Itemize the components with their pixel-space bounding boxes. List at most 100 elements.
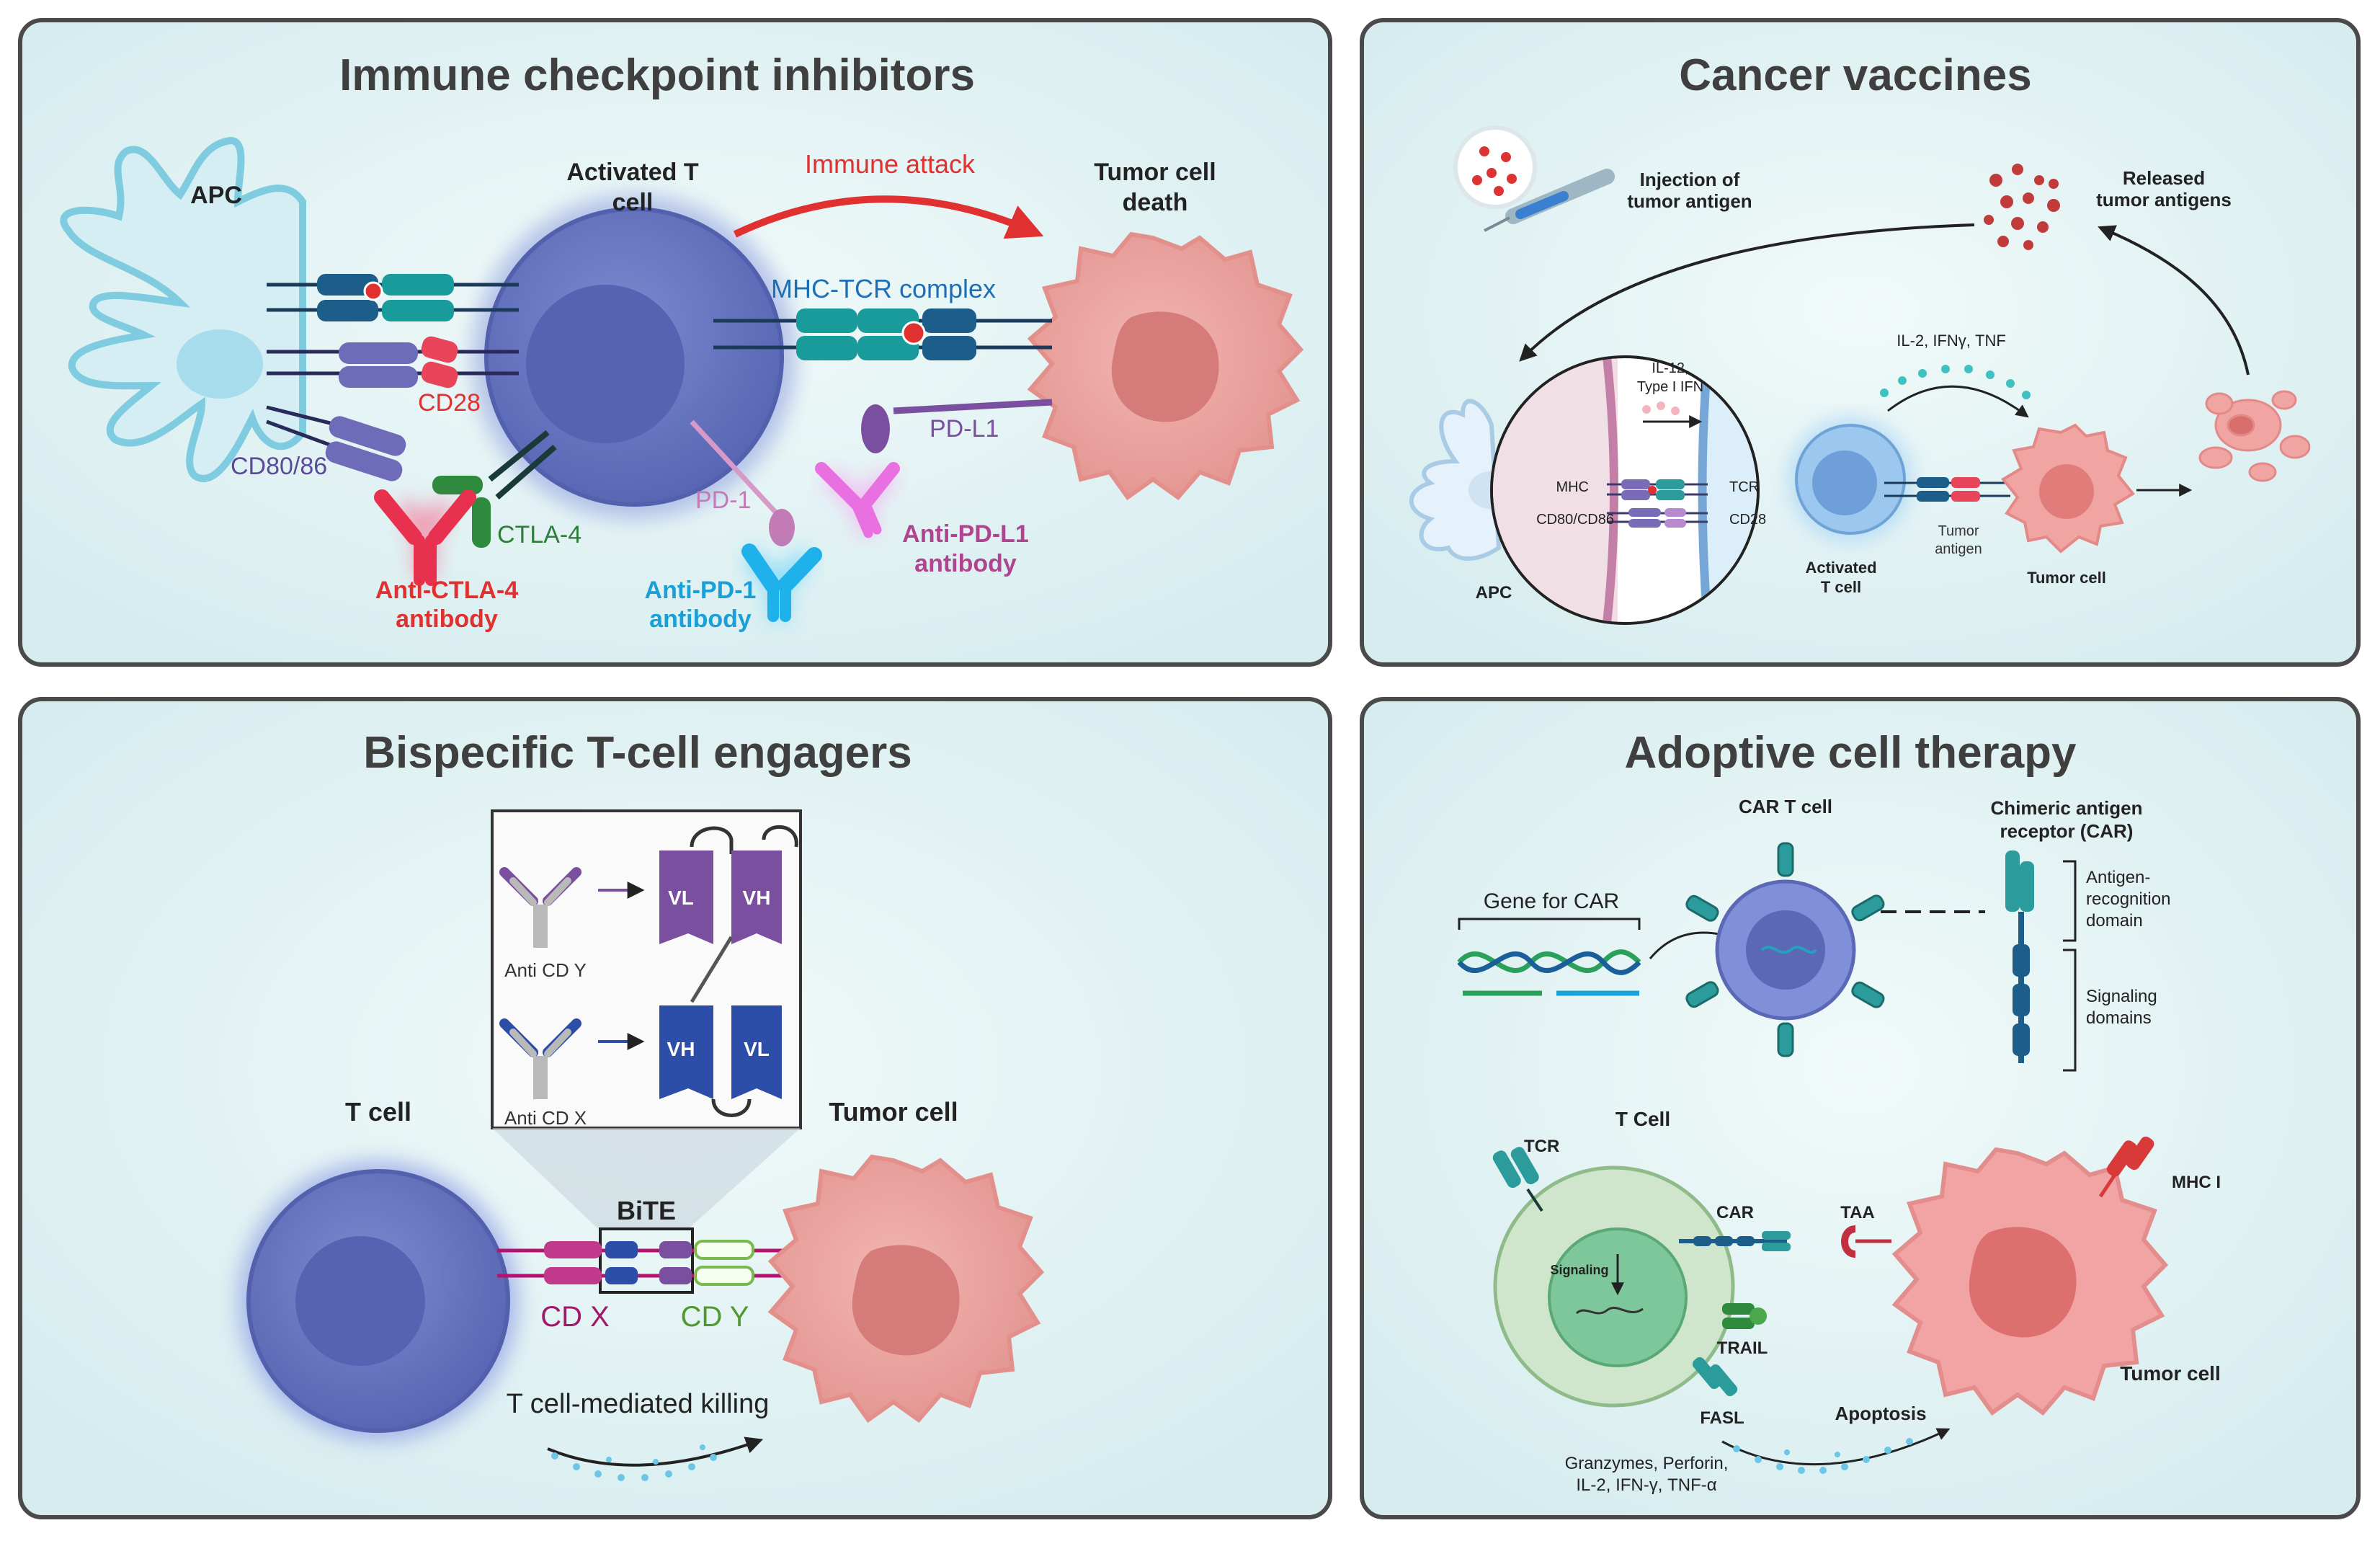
apc-dendritic-cell: [60, 136, 306, 482]
pdl1-label: PD-L1: [930, 415, 999, 443]
cd-x-label: CD X: [540, 1301, 610, 1333]
t-cell-label: T Cell: [1615, 1108, 1670, 1130]
antigen-domain-label-3: domain: [2086, 911, 2143, 931]
panel-adoptive-cell-therapy: Adoptive cell therapy Gene for CAR CAR T…: [1360, 697, 2361, 1519]
gene-for-car-label: Gene for CAR: [1484, 889, 1619, 913]
tcell-tumor-binding: [1884, 477, 2010, 502]
activated-t-cell-label-1: Activated: [1805, 559, 1876, 577]
tcr-receptor: [1492, 1147, 1543, 1212]
activated-t-cell-label-2: T cell: [1821, 578, 1861, 596]
tumor-cell-death-label-1: Tumor cell: [1094, 159, 1216, 186]
activated-t-cell-label-1: Activated T: [566, 159, 698, 186]
taa-label: TAA: [1840, 1203, 1875, 1222]
panel-title: Adoptive cell therapy: [1624, 728, 2077, 778]
released-label-2: tumor antigens: [2096, 189, 2232, 210]
tumor-antigen-label-1: Tumor: [1938, 523, 1979, 539]
mhc-tcr-complex: [713, 308, 1052, 360]
tcr-label: TCR: [1729, 479, 1759, 495]
panel-bispecific-t-cell-engagers: Bispecific T-cell engagers Anti CD Y Ant…: [18, 697, 1332, 1519]
trail-ligand: [1722, 1303, 1767, 1329]
anti-ctla4-label-1: Anti-CTLA-4: [375, 577, 518, 604]
pdl1-ligand: [861, 399, 1053, 453]
cd-y-label: CD Y: [681, 1301, 749, 1333]
killing-granules: [551, 1444, 717, 1481]
tumor-cell-death-label-2: death: [1123, 189, 1188, 216]
tcr-label: TCR: [1524, 1137, 1559, 1156]
signaling-domains-label-1: Signaling: [2086, 987, 2157, 1006]
car-label: CAR: [1716, 1203, 1754, 1222]
granzymes-label-1: Granzymes, Perforin,: [1565, 1454, 1729, 1473]
bite-bridge: [497, 1240, 793, 1286]
panel-title: Cancer vaccines: [1679, 50, 2031, 100]
injection-label-1: Injection of: [1640, 169, 1740, 190]
anti-ctla4-antibody-icon: [374, 489, 476, 586]
fasl-label: FASL: [1700, 1408, 1744, 1428]
tumor-cell-label: Tumor cell: [2027, 569, 2106, 587]
cd80-86-label: CD80/86: [231, 453, 327, 480]
car-t-cell-label: CAR T cell: [1739, 796, 1832, 817]
tumor-cell-label: Tumor cell: [2120, 1362, 2221, 1385]
cytokines-label: IL-2, IFNγ, TNF: [1897, 332, 2006, 350]
cytotoxic-granules: [1733, 1438, 1913, 1474]
bite-domain-diagram: [659, 825, 798, 1117]
apc-label: APC: [190, 182, 242, 209]
syringe-icon: [1453, 125, 1615, 232]
panel-cancer-vaccines: Cancer vaccines Injection of tumor antig…: [1360, 18, 2361, 667]
car-receptor-label-2: receptor (CAR): [2000, 820, 2134, 842]
vl-label-bottom: VL: [744, 1038, 770, 1060]
mhc-i-molecule: [2098, 1136, 2154, 1198]
anti-cd-y-label: Anti CD Y: [504, 959, 587, 981]
anti-pd1-label-1: Anti-PD-1: [645, 577, 757, 604]
killing-arrow: [547, 1436, 764, 1467]
apc-label: APC: [1476, 583, 1512, 603]
anti-pd1-antibody-icon: [741, 543, 822, 622]
vh-label-bottom: VH: [667, 1038, 695, 1060]
apc-cell: [1409, 399, 1502, 561]
pd1-label: PD-1: [695, 487, 751, 514]
return-arrow: [1519, 223, 1975, 362]
vl-label-top: VL: [668, 887, 694, 909]
car-receptor-label-1: Chimeric antigen: [1991, 797, 2143, 819]
tumor-cell-label: Tumor cell: [829, 1097, 958, 1127]
ctla4-label: CTLA-4: [497, 521, 581, 549]
fasl-ligand: [1692, 1356, 1738, 1397]
anti-pdl1-label-1: Anti-PD-L1: [902, 520, 1029, 548]
bite-molecule-box: [599, 1227, 694, 1294]
vh-label-top: VH: [743, 887, 771, 909]
tumor-antigen-label-2: antigen: [1935, 541, 1982, 557]
released-label-1: Released: [2123, 167, 2205, 189]
anti-pd1-label-2: antibody: [649, 605, 752, 633]
antigen-domain-label-2: recognition: [2086, 889, 2170, 909]
apoptosis-label: Apoptosis: [1835, 1403, 1926, 1424]
il12-label-1: IL-12,: [1652, 360, 1688, 376]
cytokine-dots: [1880, 365, 2031, 399]
anti-cd-y-antibody-icon: [499, 867, 581, 948]
fragmented-tumor-icon: [2198, 390, 2311, 482]
cd28-label: CD28: [418, 389, 481, 417]
killing-label: T cell-mediated killing: [507, 1389, 770, 1419]
pd1-receptor: [690, 419, 795, 546]
anti-cd-x-label: Anti CD X: [504, 1107, 587, 1129]
car-receptor-bound: [1679, 1231, 1791, 1251]
signaling-label: Signaling: [1551, 1263, 1609, 1277]
antigen-domain-label-1: Antigen-: [2086, 868, 2150, 887]
anti-pdl1-label-2: antibody: [914, 550, 1017, 577]
t-cell-label: T cell: [345, 1097, 411, 1127]
panel-title: Bispecific T-cell engagers: [363, 728, 912, 778]
granzymes-label-2: IL-2, IFN-γ, TNF-α: [1576, 1475, 1716, 1495]
mhc-i-label: MHC I: [2172, 1173, 2221, 1192]
released-antigens-dots: [1984, 164, 2060, 250]
activated-t-cell-label-2: cell: [612, 189, 654, 216]
taa-antigen: [1841, 1225, 1856, 1258]
apc-tcell-receptors: [266, 274, 519, 481]
panel-frame: [1360, 697, 2361, 1519]
car-structure: [2005, 851, 2034, 1063]
car-receptors-on-cell: [1685, 842, 1885, 1057]
mhc-tcr-label: MHC-TCR complex: [771, 274, 996, 303]
bite-label: BiTE: [617, 1196, 676, 1225]
anti-cd-x-antibody-icon: [499, 1018, 581, 1099]
mhc-label: MHC: [1556, 479, 1589, 495]
anti-pdl1-antibody-icon: [815, 462, 900, 538]
